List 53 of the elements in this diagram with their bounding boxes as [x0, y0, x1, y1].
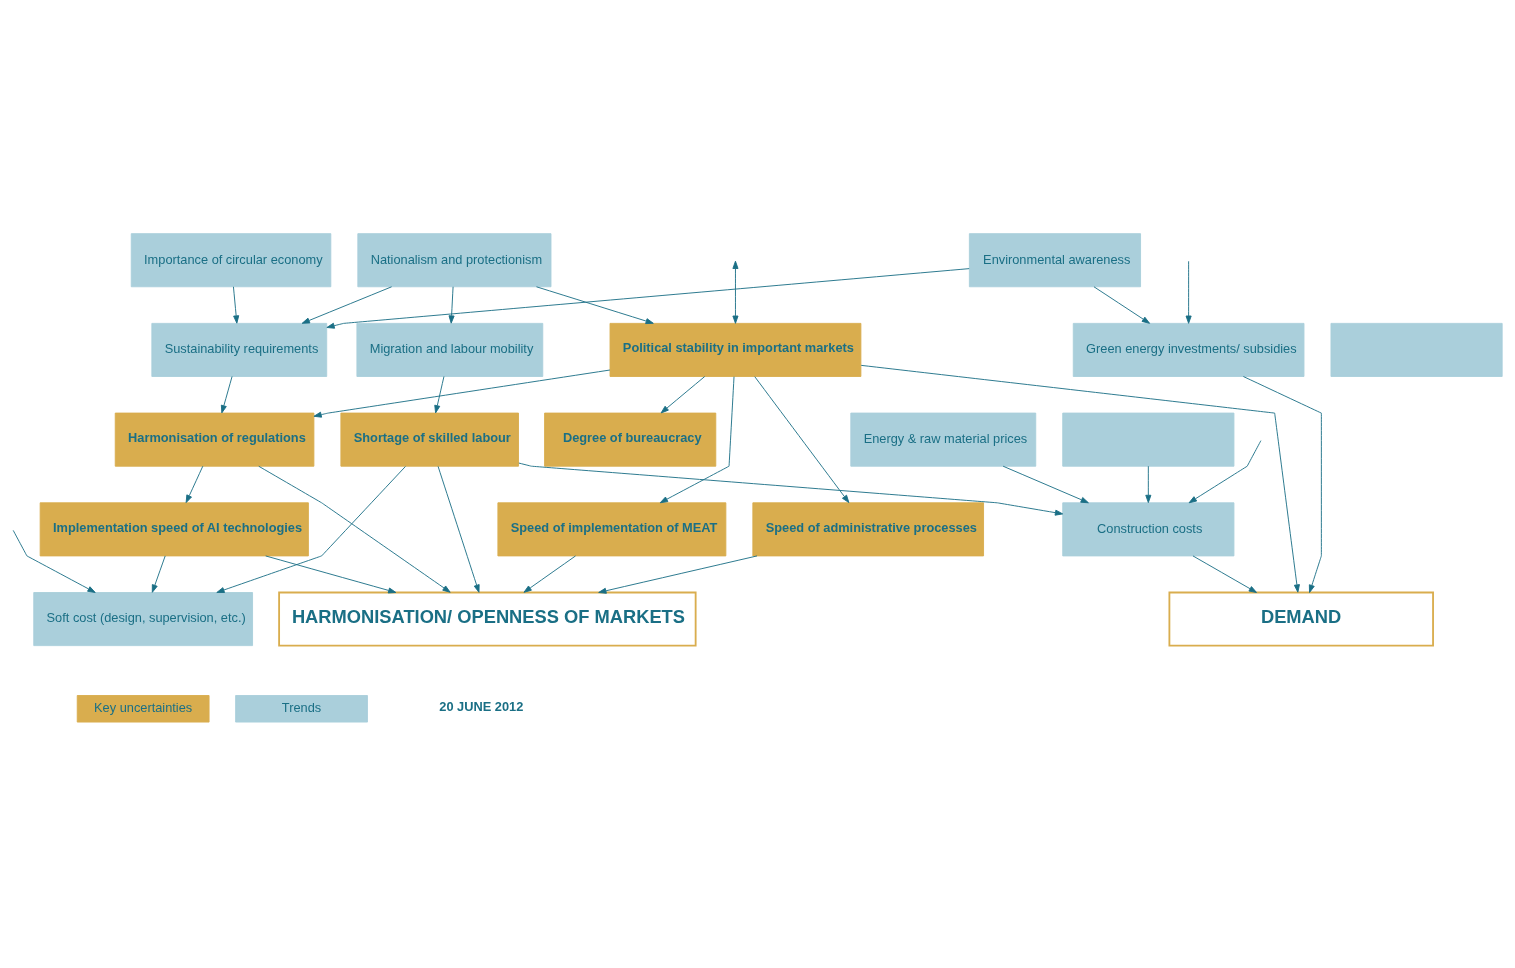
- arrow: [258, 465, 451, 593]
- arrow: [732, 260, 739, 324]
- arrow: [1145, 465, 1152, 503]
- arrow: [660, 375, 706, 413]
- arrow: [185, 465, 204, 503]
- node-box: Soft cost (design, supervision, etc.): [33, 591, 253, 646]
- node-box: Degree of bureaucracy: [544, 412, 717, 467]
- legend-label: Trends: [281, 699, 322, 715]
- node-box: Migration and labour mobility: [356, 322, 544, 377]
- arrow: [1188, 439, 1262, 503]
- arrow: [434, 375, 445, 413]
- node-box: Energy & raw material prices: [850, 412, 1037, 467]
- node-box: Sustainability requirements: [151, 322, 328, 377]
- arrow: [326, 267, 970, 329]
- arrow: [860, 364, 1300, 593]
- arrow: [151, 554, 166, 593]
- arrow: [313, 369, 611, 418]
- arrow: [1242, 375, 1322, 593]
- node-box: Harmonisation of regulations: [114, 412, 315, 467]
- node-box: Nationalism and protectionism: [357, 232, 552, 287]
- arrow: [448, 285, 455, 324]
- arrow: [1002, 465, 1089, 503]
- node-box: Shortage of skilled labour: [340, 412, 519, 467]
- node-box: [1062, 412, 1235, 467]
- node-box: DEMAND: [1168, 591, 1434, 647]
- node-box: Importance of circular economy: [130, 232, 332, 287]
- arrow: [536, 285, 654, 324]
- node-box: [1330, 322, 1503, 377]
- arrow: [1192, 554, 1257, 593]
- node-box: Environmental awareness: [968, 232, 1141, 287]
- node-box: Political stability in important markets: [609, 322, 862, 377]
- legend-label: Key uncertainties: [94, 699, 193, 715]
- arrow: [1185, 260, 1192, 324]
- node-box: Green energy investments/ subsidies: [1072, 322, 1305, 377]
- label: 20 JUNE 2012: [439, 698, 524, 714]
- arrow: [233, 285, 240, 324]
- node-box: Implementation speed of AI technologies: [39, 501, 309, 556]
- arrow: [659, 375, 735, 503]
- arrow: [523, 554, 576, 593]
- node-box: Speed of implementation of MEAT: [497, 501, 727, 556]
- arrow: [301, 285, 393, 324]
- arrow: [216, 465, 406, 593]
- node-box: Construction costs: [1062, 501, 1235, 556]
- arrow: [12, 529, 96, 593]
- arrow: [265, 554, 397, 593]
- arrow: [598, 554, 758, 594]
- node-box: Speed of administrative processes: [752, 501, 984, 556]
- node-box: HARMONISATION/ OPENNESS OF MARKETS: [278, 591, 697, 647]
- arrow: [437, 465, 480, 593]
- arrow: [518, 462, 1064, 516]
- arrow: [220, 375, 233, 413]
- arrow: [1093, 285, 1150, 324]
- arrow: [754, 375, 850, 503]
